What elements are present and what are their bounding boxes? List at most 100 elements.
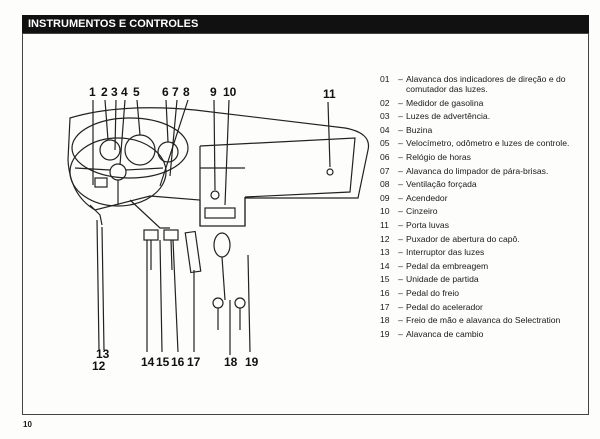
section-header: INSTRUMENTOS E CONTROLES	[22, 15, 589, 33]
legend-item: 08–Ventilação forçada	[380, 179, 570, 189]
steering-wheel	[69, 137, 167, 207]
fuel-gauge	[99, 139, 121, 161]
callout-16: 16	[171, 355, 185, 369]
page-number: 10	[23, 420, 32, 429]
section-title: INSTRUMENTOS E CONTROLES	[28, 18, 199, 30]
handbrake-grip	[212, 297, 224, 309]
legend-item: 09–Acendedor	[380, 193, 570, 203]
legend-list: 01–Alavanca dos indicadores de direção e…	[380, 74, 570, 342]
legend-number: 14	[380, 260, 390, 271]
legend-item: 07–Alavanca do limpador de pára-brisas.	[380, 166, 570, 176]
callout-11: 11	[323, 87, 336, 101]
callout-10: 10	[223, 85, 237, 99]
legend-number: 11	[380, 219, 389, 230]
callout-2: 2	[101, 85, 108, 99]
callout-6: 6	[162, 85, 169, 99]
legend-item: 05–Velocímetro, odômetro e luzes de cont…	[380, 138, 570, 148]
legend-text: Pedal da embreagem	[406, 260, 489, 271]
legend-number: 08	[380, 179, 390, 190]
legend-dash: –	[398, 151, 403, 162]
callout-1: 1	[89, 85, 96, 99]
legend-item: 18–Freio de mão e alavanca do Selectrati…	[380, 315, 570, 325]
callout-7: 7	[172, 85, 179, 99]
legend-item: 11–Porta luvas	[380, 220, 570, 230]
legend-item: 15–Unidade de partida	[380, 274, 570, 284]
legend-dash: –	[398, 301, 403, 312]
legend-number: 16	[380, 287, 390, 298]
callout-15: 15	[156, 355, 170, 369]
legend-text: Buzina	[406, 124, 433, 135]
legend-dash: –	[398, 219, 403, 230]
legend-item: 03–Luzes de advertência.	[380, 111, 570, 121]
ashtray	[204, 207, 236, 219]
legend-item: 04–Buzina	[380, 125, 570, 135]
legend-number: 13	[380, 247, 390, 258]
legend-number: 06	[380, 151, 390, 162]
legend-dash: –	[398, 179, 403, 190]
legend-text: Puxador de abertura do capô.	[406, 233, 520, 244]
light-switch	[94, 177, 108, 188]
callout-12: 12	[92, 359, 106, 373]
glovebox-outline	[199, 137, 356, 198]
legend-dash: –	[398, 97, 403, 108]
legend-dash: –	[398, 192, 403, 203]
legend-item: 17–Pedal do acelerador	[380, 302, 570, 312]
legend-number: 03	[380, 111, 390, 122]
instrument-cluster	[71, 117, 189, 179]
callout-19: 19	[245, 355, 259, 369]
legend-dash: –	[398, 315, 403, 326]
callout-4: 4	[121, 85, 128, 99]
callout-14: 14	[141, 355, 155, 369]
legend-dash: –	[398, 247, 403, 258]
legend-text: Pedal do acelerador	[406, 301, 483, 312]
legend-text: Alavanca do limpador de pára-brisas.	[406, 165, 549, 176]
legend-number: 10	[380, 206, 390, 217]
clutch-pedal	[143, 229, 159, 241]
legend-item: 12–Puxador de abertura do capô.	[380, 234, 570, 244]
legend-number: 15	[380, 274, 390, 285]
legend-text: Medidor de gasolina	[406, 97, 484, 108]
callout-9: 9	[210, 85, 217, 99]
content-frame	[22, 33, 589, 415]
clock	[157, 141, 179, 163]
accelerator-pedal	[184, 230, 202, 274]
callout-8: 8	[183, 85, 190, 99]
legend-dash: –	[398, 124, 403, 135]
legend-number: 05	[380, 138, 390, 149]
callout-5: 5	[133, 85, 140, 99]
legend-item: 14–Pedal da embreagem	[380, 261, 570, 271]
legend-text: Pedal do freio	[406, 287, 460, 298]
legend-item: 01–Alavanca dos indicadores de direção e…	[380, 74, 570, 94]
legend-number: 01	[380, 74, 390, 84]
legend-text: Velocímetro, odômetro e luzes de control…	[406, 138, 570, 149]
legend-dash: –	[398, 74, 403, 84]
brake-pedal	[163, 229, 179, 241]
legend-dash: –	[398, 260, 403, 271]
legend-text: Alavanca de cambio	[406, 328, 484, 339]
hood-release	[89, 204, 103, 226]
glovebox-lock	[326, 168, 334, 176]
lighter	[210, 190, 220, 200]
legend-dash: –	[398, 206, 403, 217]
callout-3: 3	[111, 85, 118, 99]
legend-dash: –	[398, 165, 403, 176]
legend-dash: –	[398, 138, 403, 149]
legend-item: 13–Interruptor das luzes	[380, 247, 570, 257]
legend-item: 02–Medidor de gasolina	[380, 98, 570, 108]
legend-text: Unidade de partida	[406, 274, 479, 285]
legend-text: Cinzeiro	[406, 206, 438, 217]
legend-item: 16–Pedal do freio	[380, 288, 570, 298]
legend-text: Ventilação forçada	[406, 179, 477, 190]
legend-dash: –	[398, 274, 403, 285]
legend-text: Alavanca dos indicadores de direção e do…	[406, 74, 566, 94]
legend-dash: –	[398, 287, 403, 298]
legend-text: Acendedor	[406, 192, 448, 203]
legend-number: 18	[380, 315, 390, 326]
callout-17: 17	[187, 355, 201, 369]
legend-dash: –	[398, 328, 403, 339]
legend-text: Relógio de horas	[406, 151, 471, 162]
selectration-grip	[234, 297, 246, 309]
dashboard-outline	[67, 107, 370, 227]
legend-number: 09	[380, 192, 390, 203]
